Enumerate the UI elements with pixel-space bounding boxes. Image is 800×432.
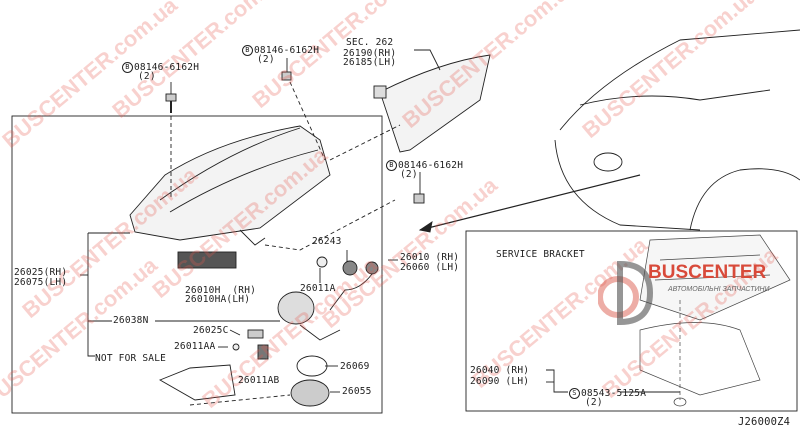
part-number: 08146-6162H: [134, 62, 200, 73]
part-26055: 26055: [342, 386, 372, 397]
service-frame: [465, 230, 798, 412]
headlamp-housing: [129, 125, 331, 246]
part-number: 08146-6162H: [398, 160, 464, 171]
part-number: 08543-5125A: [581, 388, 647, 399]
assembly-rh: 26025(RH): [14, 267, 68, 278]
bolt-symbol-icon: B: [386, 160, 397, 171]
service-lh: 26090 (LH): [470, 376, 530, 387]
fog-lamp-part: [373, 49, 491, 153]
part-26025C: 26025C: [193, 325, 229, 336]
car-illustration: [418, 29, 800, 233]
lamp-rh: 26010 (RH): [400, 252, 460, 263]
part-26011AA: 26011AA: [174, 341, 216, 352]
screw-symbol-icon: S: [569, 388, 580, 399]
sec-lh: 26185(LH): [343, 57, 397, 68]
bolt-qty: (2): [257, 54, 275, 65]
sec-ref: SEC. 262: [346, 37, 394, 48]
logo-name: BUSCENTER: [648, 262, 767, 283]
service-title: SERVICE BRACKET: [496, 249, 585, 260]
part-26011A: 26011A: [300, 283, 336, 294]
part-26011AB: 26011AB: [238, 375, 280, 386]
assembly-lh: 26075(LH): [14, 277, 68, 288]
lamp-lh: 26060 (LH): [400, 262, 460, 273]
buscenter-logo: BUSCENTER АВТОМОБІЛЬНІ ЗАПЧАСТИНИ: [598, 252, 798, 332]
bolt-qty: (2): [138, 71, 156, 82]
logo-mark-icon: [598, 260, 654, 326]
sec-rh: 26190(RH): [343, 48, 397, 59]
module-rh: 26010H (RH): [185, 285, 257, 296]
part-26069: 26069: [340, 361, 370, 372]
module-lh: 26010HA(LH): [185, 294, 251, 305]
diagram-code: J26000Z4: [738, 416, 791, 428]
part-26038N: 26038N: [113, 315, 149, 326]
not-for-sale: NOT FOR SALE: [95, 353, 167, 364]
bolt-symbol-icon: B: [242, 45, 253, 56]
bolt-symbol-icon: B: [122, 62, 133, 73]
bolt-icons: [165, 58, 425, 251]
service-rh: 26040 (RH): [470, 365, 530, 376]
part-number: 08146-6162H: [254, 45, 320, 56]
part-26243: 26243: [312, 236, 342, 247]
bolt-qty: (2): [400, 169, 418, 180]
screw-qty: (2): [585, 397, 603, 408]
component-drawings: [158, 251, 379, 407]
service-bracket-drawing: [639, 234, 791, 407]
main-frame: [11, 115, 383, 414]
logo-subtitle: АВТОМОБІЛЬНІ ЗАПЧАСТИНИ: [668, 286, 770, 293]
leader-lines: [80, 232, 680, 393]
